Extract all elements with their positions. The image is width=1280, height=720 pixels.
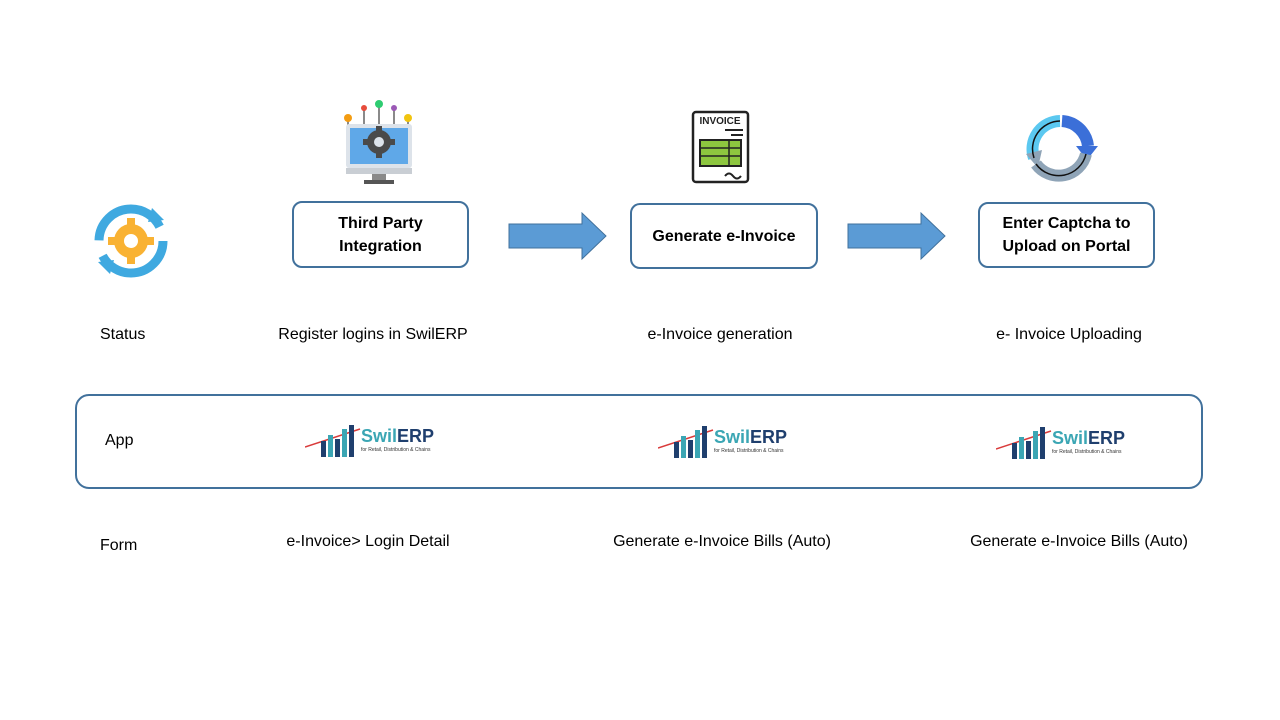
app-row-label: App: [105, 432, 134, 449]
form-value-1: e-Invoice> Login Detail: [286, 533, 450, 550]
flow-arrow-1: [508, 211, 607, 261]
invoice-document-icon: INVOICE: [691, 110, 750, 184]
step-third-party-integration: Third Party Integration: [292, 201, 469, 268]
logo-wordmark: SwilERP: [361, 426, 435, 446]
logo-wordmark: SwilERP: [714, 427, 788, 447]
form-value-2: Generate e-Invoice Bills (Auto): [613, 533, 831, 550]
status-value-3: e- Invoice Uploading: [996, 326, 1142, 343]
swilerp-logo: SwilERP for Retail, Distribution & Chain…: [996, 425, 1126, 465]
step-label: Third Party Integration: [338, 214, 423, 255]
form-value-3: Generate e-Invoice Bills (Auto): [970, 533, 1188, 550]
swilerp-logo: SwilERP for Retail, Distribution & Chain…: [658, 424, 788, 464]
gear-sync-icon: [94, 204, 168, 278]
logo-tagline: for Retail, Distribution & Chains: [1052, 449, 1122, 455]
step-enter-captcha: Enter Captcha to Upload on Portal: [978, 202, 1155, 268]
status-value-2: e-Invoice generation: [647, 326, 793, 343]
logo-tagline: for Retail, Distribution & Chains: [714, 448, 784, 454]
app-row-band: [75, 394, 1203, 489]
flow-arrow-2: [847, 211, 946, 261]
status-value-1: Register logins in SwilERP: [278, 326, 468, 343]
logo-wordmark: SwilERP: [1052, 428, 1126, 448]
refresh-cycle-icon: [1026, 115, 1098, 182]
step-label: Generate e-Invoice: [652, 227, 796, 245]
swilerp-logo: SwilERP for Retail, Distribution & Chain…: [305, 423, 435, 463]
logo-tagline: for Retail, Distribution & Chains: [361, 447, 431, 453]
step-generate-e-invoice: Generate e-Invoice: [630, 203, 818, 269]
step-label: Enter Captcha to Upload on Portal: [1002, 215, 1131, 255]
monitor-gear-network-icon: [344, 100, 412, 184]
form-row-label: Form: [100, 537, 138, 554]
status-row-label: Status: [100, 326, 146, 343]
invoice-icon-label: INVOICE: [699, 116, 740, 127]
